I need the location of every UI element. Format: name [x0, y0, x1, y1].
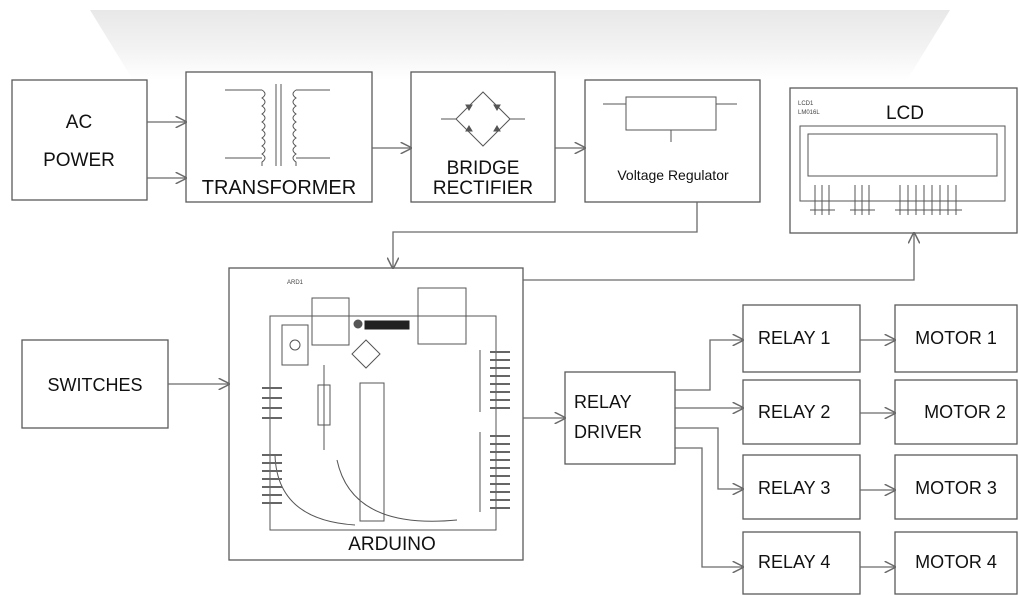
motor-2-block: MOTOR 2: [894, 379, 1018, 445]
relay-1-block: RELAY 1: [742, 304, 861, 373]
relay-driver-block: RELAY DRIVER: [564, 371, 676, 465]
regulator-chip-icon: [603, 96, 737, 142]
relay-3-block: RELAY 3: [742, 454, 861, 520]
motor-3-label: MOTOR 3: [915, 478, 997, 498]
arrow-arduino-to-lcd: [523, 233, 914, 281]
bridge-rectifier-block: BRIDGE RECTIFIER: [410, 71, 556, 203]
relay-4-block: RELAY 4: [742, 531, 861, 595]
ac-power-label-1: AC: [66, 112, 92, 133]
relay-driver-label-1: RELAY: [574, 392, 632, 412]
transformer-label: TRANSFORMER: [202, 177, 356, 199]
ac-power-block: AC POWER: [11, 79, 148, 201]
lcd-part-label: LM016L: [798, 110, 820, 116]
motor-2-label: MOTOR 2: [924, 402, 1006, 422]
ac-power-label-2: POWER: [43, 150, 115, 171]
lcd-block: LCD1 LM016L LCD: [789, 87, 1018, 234]
transformer-block: TRANSFORMER: [185, 71, 373, 203]
arrow-driver-to-relay-3: [675, 427, 743, 489]
connectors: [147, 122, 914, 567]
relay-4-label: RELAY 4: [758, 552, 830, 572]
motor-1-label: MOTOR 1: [915, 328, 997, 348]
arduino-board-icon: [269, 287, 497, 531]
motor-1-block: MOTOR 1: [894, 304, 1018, 373]
arrow-regulator-to-arduino: [393, 202, 698, 268]
switches-label: SWITCHES: [47, 375, 142, 395]
lcd-ref-label: LCD1: [798, 101, 814, 107]
lcd-pins: [810, 185, 962, 215]
regulator-label: Voltage Regulator: [617, 167, 729, 183]
switches-block: SWITCHES: [21, 339, 169, 429]
lcd-frame: [799, 125, 1006, 202]
arduino-label: ARDUINO: [348, 534, 436, 555]
motor-3-block: MOTOR 3: [894, 454, 1018, 520]
motor-4-label: MOTOR 4: [915, 552, 997, 572]
watermark-banner: [90, 10, 950, 80]
bridge-label-1: BRIDGE: [447, 158, 520, 179]
bridge-label-2: RECTIFIER: [433, 178, 533, 199]
relay-2-block: RELAY 2: [742, 379, 861, 445]
arrow-driver-to-relay-1: [675, 340, 743, 391]
arrow-driver-to-relay-4: [675, 447, 743, 567]
relay-3-label: RELAY 3: [758, 478, 830, 498]
relay-driver-label-2: DRIVER: [574, 422, 642, 442]
lcd-screen: [807, 133, 998, 177]
lcd-label: LCD: [886, 103, 924, 124]
relay-1-label: RELAY 1: [758, 328, 830, 348]
voltage-regulator-block: Voltage Regulator: [584, 79, 761, 203]
transformer-icon: [225, 84, 330, 166]
arduino-pin-rows: [262, 351, 510, 509]
arduino-block: ARD1: [228, 267, 524, 561]
diode-bridge-icon: [441, 91, 525, 147]
relay-2-label: RELAY 2: [758, 402, 830, 422]
motor-4-block: MOTOR 4: [894, 531, 1018, 595]
arduino-ref-label: ARD1: [287, 280, 304, 286]
